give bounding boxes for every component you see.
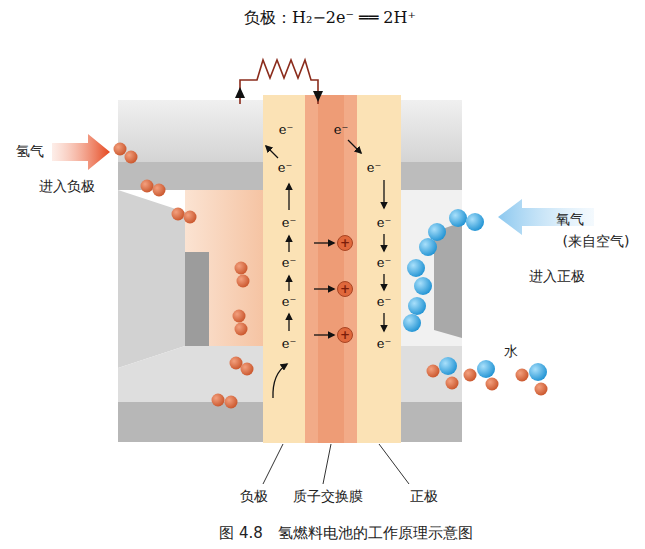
part-label: 质子交换膜 <box>293 488 363 505</box>
electron-label: e⁻ <box>377 215 392 231</box>
gas-label: 进入负极 <box>39 178 95 195</box>
electron-label: e⁻ <box>377 336 392 352</box>
gas-label: (来自空气) <box>563 233 630 250</box>
equation-title: 负极：H₂−2e⁻ ══ 2H⁺ <box>244 8 416 27</box>
gas-label: 氧气 <box>556 211 584 228</box>
electron-label: e⁻ <box>377 294 392 310</box>
proton-symbol: + <box>337 235 353 251</box>
part-label: 负极 <box>240 488 268 505</box>
electron-label: e⁻ <box>367 160 382 176</box>
electron-label: e⁻ <box>377 255 392 271</box>
product-label: 水 <box>504 343 518 360</box>
electron-label: e⁻ <box>282 215 297 231</box>
electron-label: e⁻ <box>334 122 349 138</box>
part-label: 正极 <box>410 488 438 505</box>
proton-symbol: + <box>337 327 353 343</box>
gas-label: 进入正极 <box>529 268 585 285</box>
electron-label: e⁻ <box>282 294 297 310</box>
electron-label: e⁻ <box>278 160 293 176</box>
gas-label: 氢气 <box>16 143 44 160</box>
figure-caption: 图 4.8 氢燃料电池的工作原理示意图 <box>219 524 473 542</box>
proton-symbol: + <box>337 281 353 297</box>
electron-label: e⁻ <box>279 122 294 138</box>
electron-label: e⁻ <box>282 336 297 352</box>
electron-label: e⁻ <box>282 255 297 271</box>
